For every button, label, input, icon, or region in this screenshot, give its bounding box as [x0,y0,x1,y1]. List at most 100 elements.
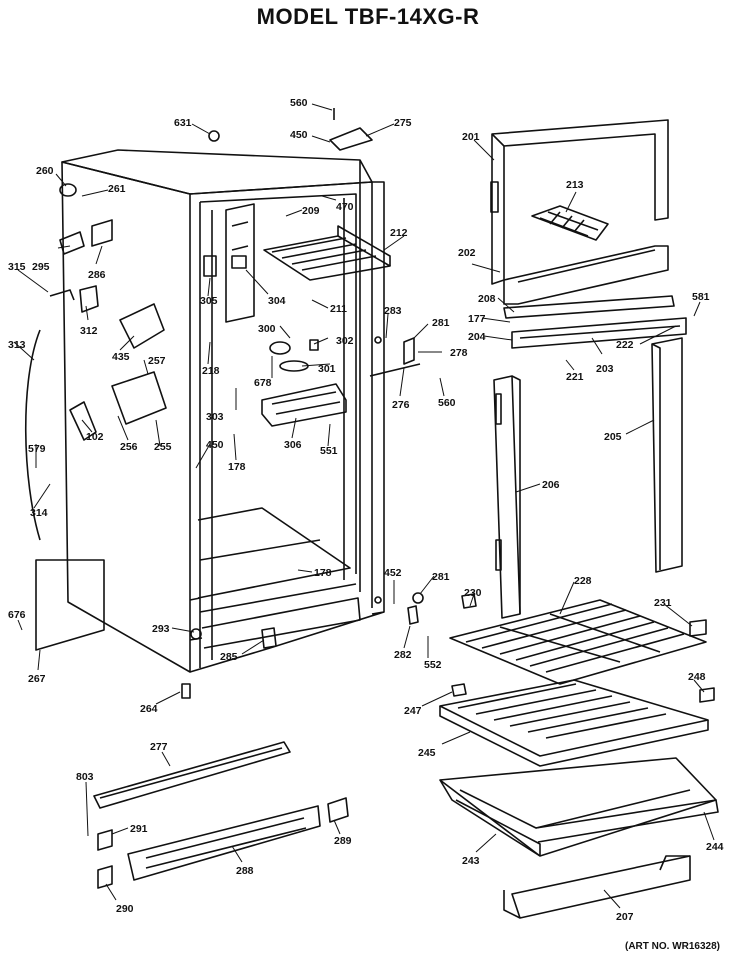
part-label: 257 [148,355,166,367]
part-label: 435 [112,351,130,363]
part-label: 213 [566,179,584,191]
part-label: 304 [268,295,286,307]
part-291 [97,829,113,851]
part-label: 275 [394,117,412,129]
strip-203 [511,317,687,349]
part-label: 631 [174,117,192,129]
part-315 [49,289,75,301]
part-label: 218 [202,365,220,377]
part-label: 243 [462,855,480,867]
part-264 [181,683,191,699]
part-label: 452 [384,567,402,579]
part-label: 204 [468,331,486,343]
part-631 [208,130,220,142]
part-289 [327,797,349,823]
model-title: MODEL TBF-14XG-R [256,4,480,29]
part-label: 205 [604,431,622,443]
part-label: 803 [76,771,94,783]
grille-277 [93,741,291,809]
part-231 [689,619,707,637]
part-labels: 631 560 450 275 201 260 261 209 470 213 … [8,97,724,923]
part-label: 306 [284,439,302,451]
part-label: 228 [574,575,592,587]
part-label: 221 [566,371,584,383]
part-label: 450 [290,129,308,141]
part-label: 222 [616,339,634,351]
part-267-panel [35,559,105,651]
part-label: 201 [462,131,480,143]
part-label: 581 [692,291,710,303]
part-label: 314 [30,507,48,519]
grille-288 [127,805,321,881]
part-label: 579 [28,443,46,455]
freezer-door-frame [490,119,669,305]
part-label: 281 [432,317,450,329]
part-label: 552 [424,659,442,671]
part-435-box [119,303,165,349]
part-label: 276 [392,399,410,411]
part-295 [59,231,85,255]
part-label: 261 [108,183,126,195]
part-label: 286 [88,269,106,281]
part-label: 288 [236,865,254,877]
part-276 [369,363,421,377]
part-label: 470 [336,201,354,213]
part-label: 315 [8,261,26,273]
mullion-206 [493,375,521,619]
part-label: 676 [8,609,26,621]
crisper-pan [439,757,719,857]
part-label: 231 [654,597,672,609]
part-label: 247 [404,705,422,717]
glass-shelf [439,679,709,767]
part-label: 209 [302,205,320,217]
leader-lines [13,103,715,909]
part-label: 281 [432,571,450,583]
tube-313 [24,329,41,541]
part-label: 202 [458,247,476,259]
part-label: 212 [390,227,408,239]
part-label: 245 [418,747,436,759]
part-label: 290 [116,903,134,915]
part-312 [79,285,99,313]
part-label: 291 [130,823,148,835]
part-282 [407,605,419,625]
part-248 [699,687,715,703]
part-label: 560 [290,97,308,109]
part-label: 177 [468,313,486,325]
part-102 [69,401,97,441]
part-label: 283 [384,305,402,317]
freezer-shelf [263,225,391,281]
thermostat-housing [261,339,347,427]
part-230 [461,593,477,609]
part-label: 264 [140,703,158,715]
art-number: (ART NO. WR16328) [624,941,720,952]
part-275 [329,127,373,151]
wire-shelf [449,599,707,685]
part-281b [412,592,424,604]
part-label: 178 [228,461,246,473]
part-label: 207 [616,911,634,923]
part-label: 300 [258,323,276,335]
part-285 [261,627,277,649]
mullion-205 [651,337,683,573]
part-247 [451,683,467,697]
part-label: 285 [220,651,238,663]
part-281a [403,337,415,365]
part-label: 551 [320,445,338,457]
part-label: 289 [334,835,352,847]
part-label: 203 [596,363,614,375]
part-label: 678 [254,377,272,389]
part-label: 256 [120,441,138,453]
part-label: 102 [86,431,104,443]
part-260 [59,183,77,197]
part-label: 303 [206,411,224,423]
part-label: 278 [450,347,468,359]
part-label: 208 [478,293,496,305]
crisper-cover [503,855,691,919]
part-label: 267 [28,673,46,685]
part-label: 301 [318,363,336,375]
part-label: 211 [330,303,347,315]
part-305-bracket [203,255,217,277]
